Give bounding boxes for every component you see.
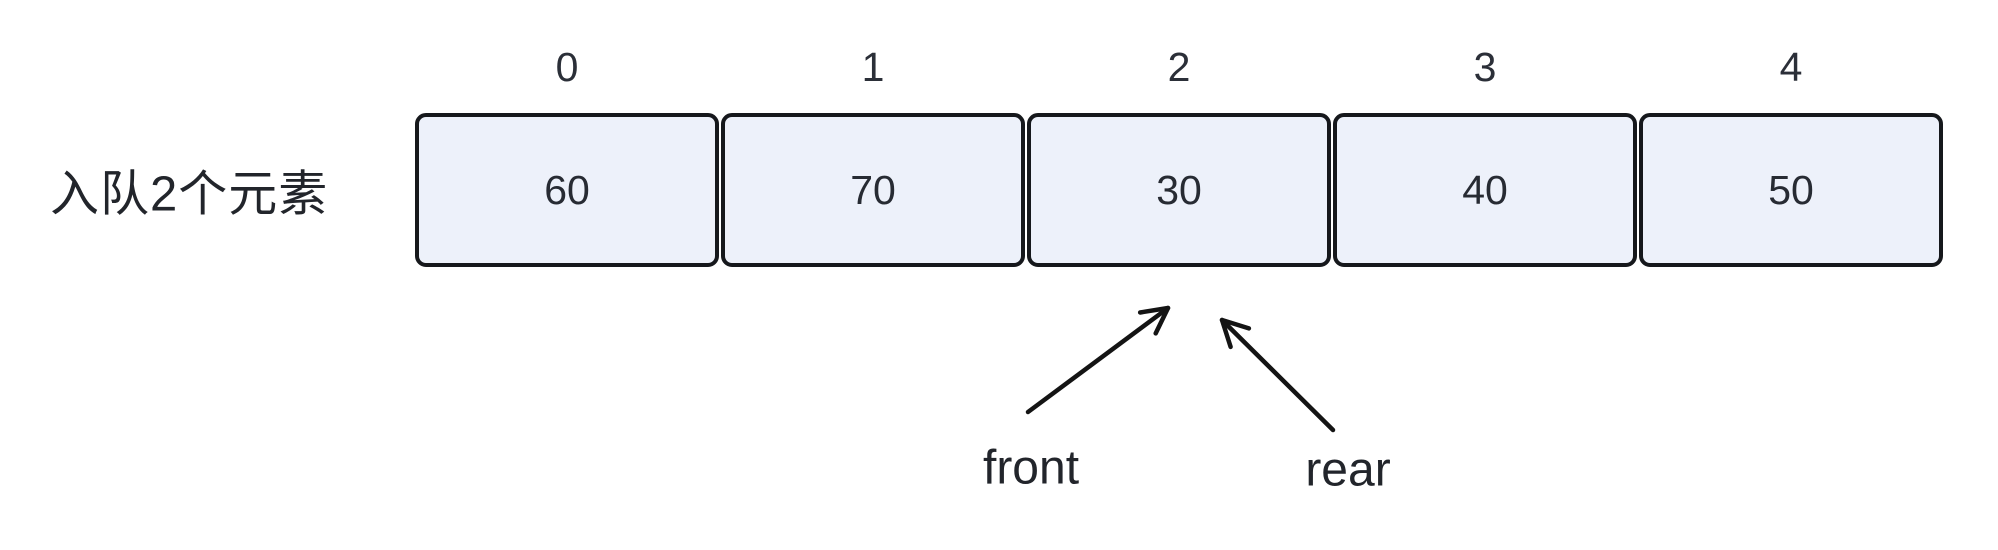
array-cell-0: 60	[415, 113, 719, 267]
cell-row: 60 70 30 40 50	[415, 113, 1943, 267]
cell-value-2: 30	[1156, 166, 1202, 213]
cell-index-label-3: 3	[1473, 44, 1497, 90]
array-cell-1: 70	[721, 113, 1025, 267]
cell-value-4: 50	[1768, 166, 1814, 213]
cell-index-label-1: 1	[861, 44, 885, 90]
cell-index-label-2: 2	[1167, 44, 1191, 90]
cell-value-1: 70	[850, 166, 896, 213]
cell-value-0: 60	[544, 166, 590, 213]
front-pointer-label: front	[982, 441, 1080, 495]
array-cell-4: 50	[1639, 113, 1943, 267]
rear-pointer-label: rear	[1305, 443, 1391, 497]
cell-index-label-4: 4	[1779, 44, 1803, 90]
rear-pointer-arrow	[1219, 317, 1336, 433]
index-row: 0 1 2 3 4	[415, 44, 1943, 90]
cell-value-3: 40	[1462, 166, 1508, 213]
operation-label: 入队2个元素	[50, 167, 329, 222]
array-cell-3: 40	[1333, 113, 1637, 267]
array-cell-2: 30	[1027, 113, 1331, 267]
front-pointer-arrow	[1025, 305, 1171, 415]
queue-array: 0 1 2 3 4 60 70 30 40 50	[415, 44, 1943, 267]
cell-index-label-0: 0	[555, 44, 579, 90]
